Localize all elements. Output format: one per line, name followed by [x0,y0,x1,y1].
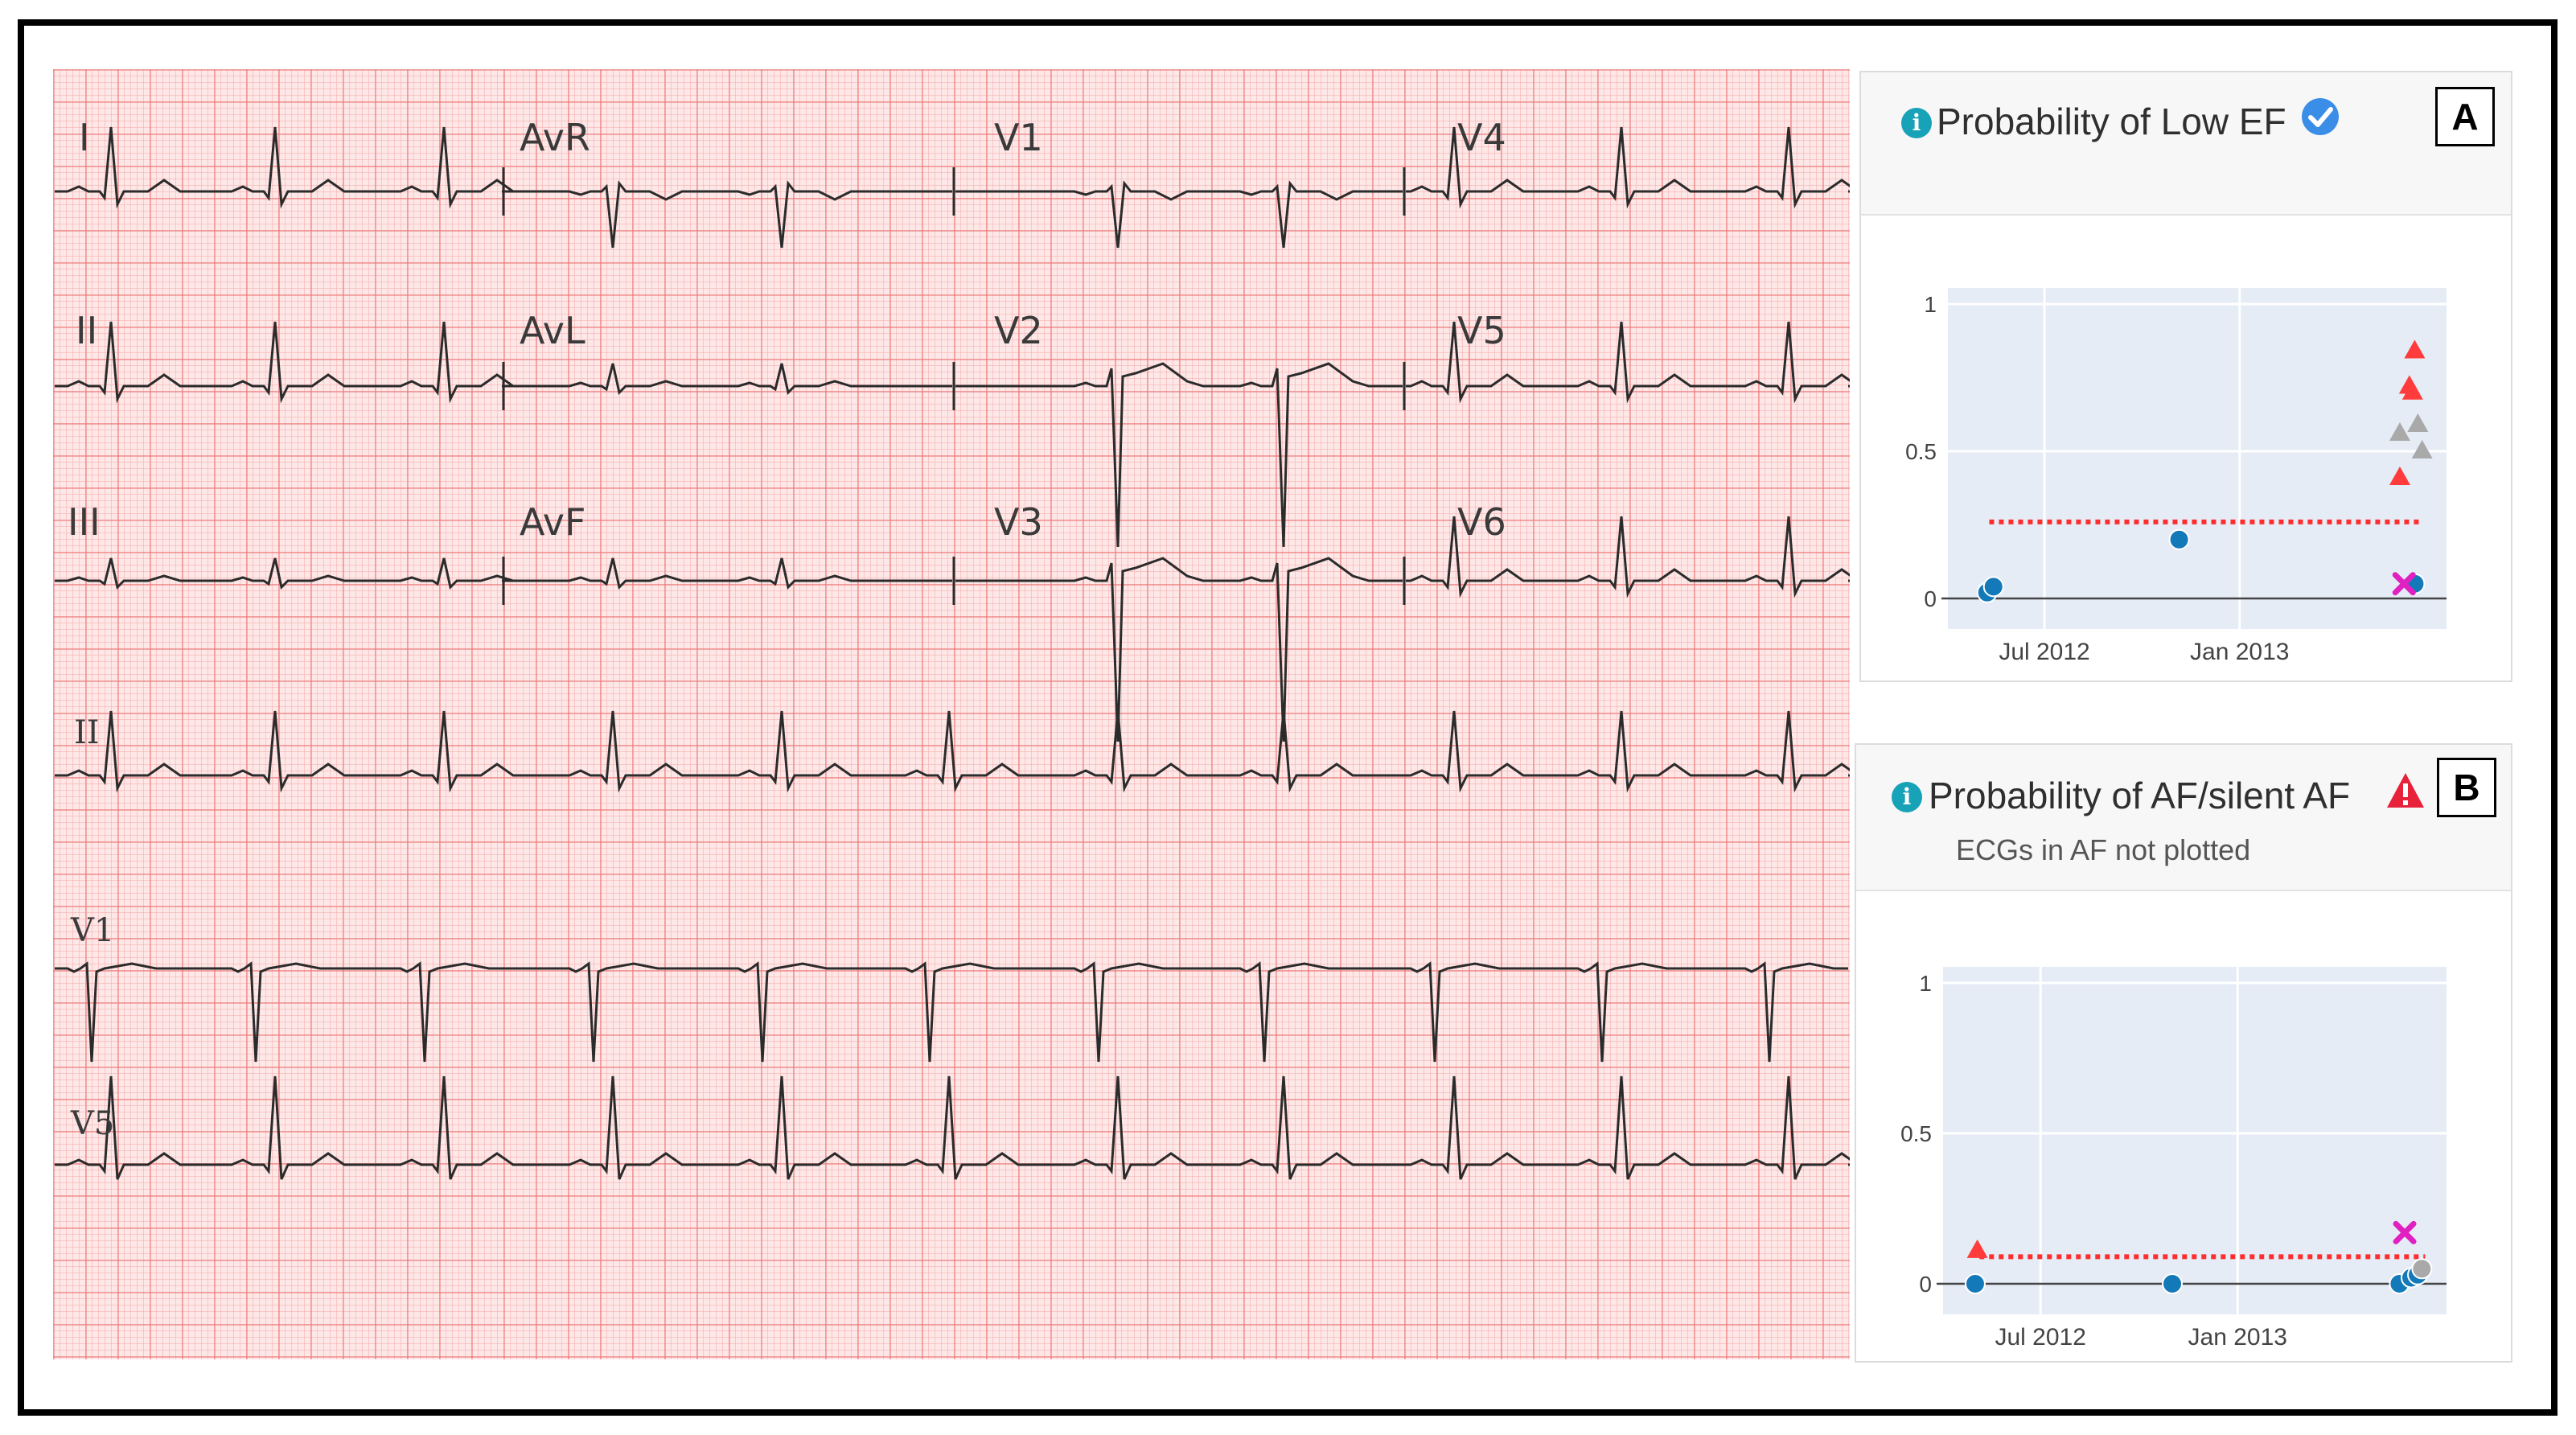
lead-label-avl: AvL [520,309,585,352]
lead-trace-2-1 [505,557,952,590]
af-chart: Jul 2012 Jan 2013 0 0.5 1 [1900,967,2447,1351]
low-ef-point-triangle[interactable] [2411,440,2433,458]
check-circle-icon [2302,98,2339,135]
panel-af: i Probability of AF/silent AF ECGs in AF… [1855,743,2512,1363]
af-y-tick-label: 0.5 [1900,1121,1932,1146]
lead-trace-2-3 [1406,516,1850,598]
lead-trace-0-1 [505,180,952,249]
af-point-circle[interactable] [2162,1273,2184,1294]
lead-trace-0-3 [1406,126,1850,209]
lead-trace-1-2 [955,362,1403,548]
low-ef-point-triangle[interactable] [2389,466,2410,485]
panel-low-ef: i Probability of Low EF A Jul 2012 Jan 20… [1859,71,2512,682]
lead-label-v1: V1 [994,116,1043,159]
rhythm-label-ii: II [74,714,100,751]
lead-label-avr: AvR [520,116,590,159]
panel-badge-b: B [2437,758,2496,817]
lead-trace-1-3 [1406,321,1850,404]
rhythm-label-v5: V5 [71,1105,115,1142]
lead-label-avf: AvF [520,500,586,544]
low-ef-y-tick-label: 0.5 [1905,439,1937,464]
low-ef-y-tick-label: 0 [1924,586,1937,611]
low-ef-chart: Jul 2012 Jan 2013 0 0.5 1 [1905,288,2447,665]
lead-trace-1-1 [505,363,952,395]
af-x-tick-label: Jan 2013 [2188,1324,2287,1351]
lead-label-v6: V6 [1457,500,1506,544]
lead-label-v2: V2 [994,309,1043,352]
low-ef-x-tick-label: Jul 2012 [1999,639,2089,665]
ecg-tracing: I AvR V1 V4 II AvL V2 V5 III AvF V3 V6 I… [53,69,1850,1359]
af-point-circle[interactable] [2411,1258,2433,1280]
ecg-waveforms [55,126,1850,1180]
panel-af-header [1856,745,2511,891]
af-point-x[interactable] [2393,1220,2417,1244]
lead-trace-1-0 [55,321,517,404]
low-ef-point-circle[interactable] [2168,528,2190,550]
panel-low-ef-title: Probability of Low EF [1937,101,2286,142]
af-y-tick-label: 1 [1919,971,1932,996]
low-ef-point-triangle[interactable] [2407,413,2429,433]
low-ef-point-x[interactable] [2392,572,2416,596]
panel-af-title: Probability of AF/silent AF [1929,775,2351,816]
low-ef-x-tick-label: Jan 2013 [2190,639,2289,665]
af-point-triangle[interactable] [1966,1239,1988,1258]
panel-low-ef-header [1861,72,2511,216]
rhythm-trace-1 [55,961,1848,1063]
low-ef-point-triangle[interactable] [2401,380,2423,400]
lead-label-iii: III [68,500,101,544]
warning-triangle-icon [2387,773,2424,808]
info-icon[interactable]: i [1892,782,1922,812]
af-y-tick-label: 0 [1919,1272,1932,1297]
rhythm-label-v1: V1 [71,912,115,949]
lead-label-i: I [79,116,90,159]
lead-label-v4: V4 [1457,116,1506,159]
af-x-tick-label: Jul 2012 [1995,1324,2085,1351]
panel-af-subtitle: ECGs in AF not plotted [1956,833,2251,866]
low-ef-point-triangle[interactable] [2389,422,2410,442]
low-ef-y-tick-label: 1 [1924,292,1937,317]
panel-badge-a: A [2435,87,2495,146]
lead-trace-2-0 [55,557,514,590]
af-plot-area [1943,967,2447,1314]
lead-label-v5: V5 [1457,309,1506,352]
rhythm-trace-0 [55,710,1850,793]
low-ef-point-triangle[interactable] [2404,339,2426,359]
rhythm-trace-2 [55,1075,1850,1180]
af-point-circle[interactable] [1964,1273,1986,1294]
lead-label-v3: V3 [994,500,1043,544]
low-ef-point-circle[interactable] [1982,576,2004,598]
lead-trace-2-2 [955,557,1403,742]
info-icon[interactable]: i [1901,108,1932,138]
lead-label-ii: II [76,309,98,352]
low-ef-plot-area [1948,288,2447,629]
lead-trace-0-2 [955,180,1403,249]
lead-trace-0-0 [55,126,517,209]
